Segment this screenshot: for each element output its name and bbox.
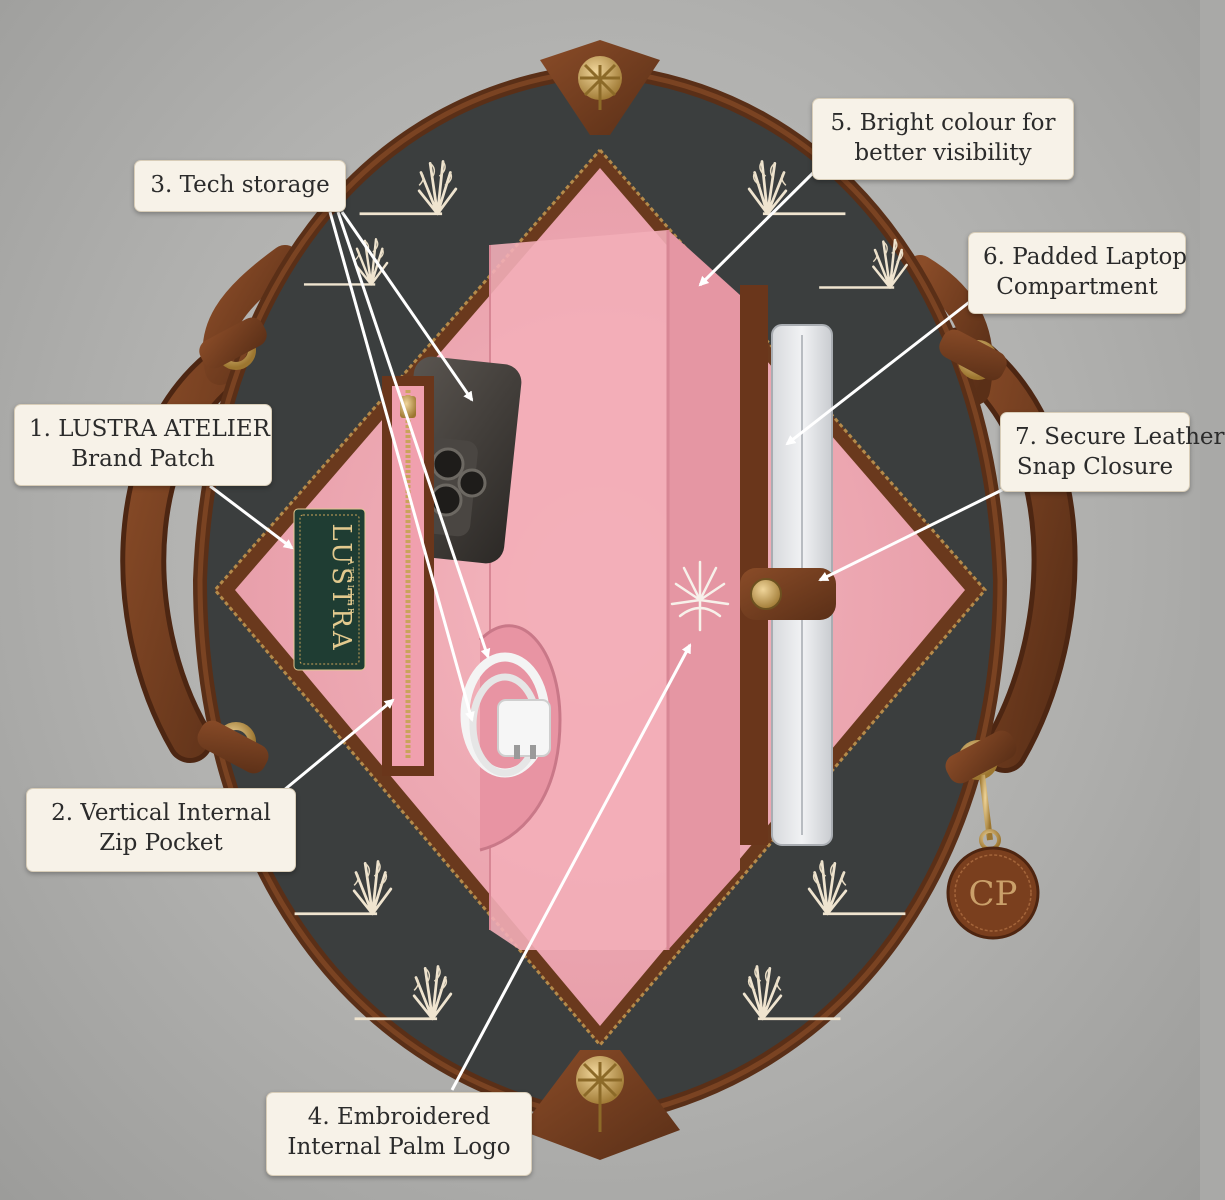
callout-tech-storage: 3. Tech storage [134, 160, 346, 212]
arrow-laptop [785, 298, 973, 446]
arrow-bright-colour [698, 168, 818, 287]
callout-brand-patch-line1: 1. LUSTRA ATELIER [29, 416, 270, 442]
callout-snap-closure-line1: 7. Secure Leather [1015, 424, 1225, 450]
callout-laptop: 6. Padded Laptop Compartment [968, 232, 1188, 314]
callout-tech-storage-line1: 3. Tech storage [150, 172, 330, 198]
callout-zip-pocket: 2. Vertical Internal Zip Pocket [26, 788, 296, 872]
arrow-tech-charger [336, 211, 491, 659]
callout-palm-logo: 4. Embroidered Internal Palm Logo [266, 1092, 532, 1176]
callout-brand-patch: 1. LUSTRA ATELIER Brand Patch [14, 404, 272, 486]
snap-button-icon [750, 578, 782, 610]
callout-bright-colour-line1: 5. Bright colour for [830, 110, 1056, 136]
patch-brand-text: LUSTRA [326, 523, 356, 652]
arrow-palm-logo [450, 643, 692, 1091]
arrow-tech-phone [340, 211, 474, 402]
callout-laptop-line1: 6. Padded Laptop [983, 244, 1188, 270]
tag-monogram-text: CP [969, 874, 1018, 914]
callout-snap-closure: 7. Secure Leather Snap Closure [1000, 412, 1225, 492]
callout-laptop-line2: Compartment [996, 274, 1158, 301]
callout-bright-colour-line2: better visibility [854, 140, 1032, 167]
callout-snap-closure-line2: Snap Closure [1016, 454, 1174, 481]
callout-bright-colour: 5. Bright colour for better visibility [812, 98, 1074, 180]
arrow-brand-patch [209, 484, 294, 550]
palm-burst-icon [670, 560, 730, 632]
callout-palm-logo-line2: Internal Palm Logo [287, 1134, 511, 1161]
callout-zip-pocket-line1: 2. Vertical Internal [51, 800, 271, 826]
callout-palm-logo-line1: 4. Embroidered [307, 1104, 491, 1130]
callout-zip-pocket-line2: Zip Pocket [99, 830, 223, 857]
arrow-snap [818, 486, 1007, 582]
arrow-zip-pocket [271, 698, 395, 802]
patch-sub-text: ATELIER [346, 558, 355, 617]
bag-illustration: LUSTRA ATELIER CP [120, 40, 1078, 1160]
arrow-tech-cable [328, 211, 475, 722]
callout-brand-patch-line2: Brand Patch [71, 446, 215, 473]
